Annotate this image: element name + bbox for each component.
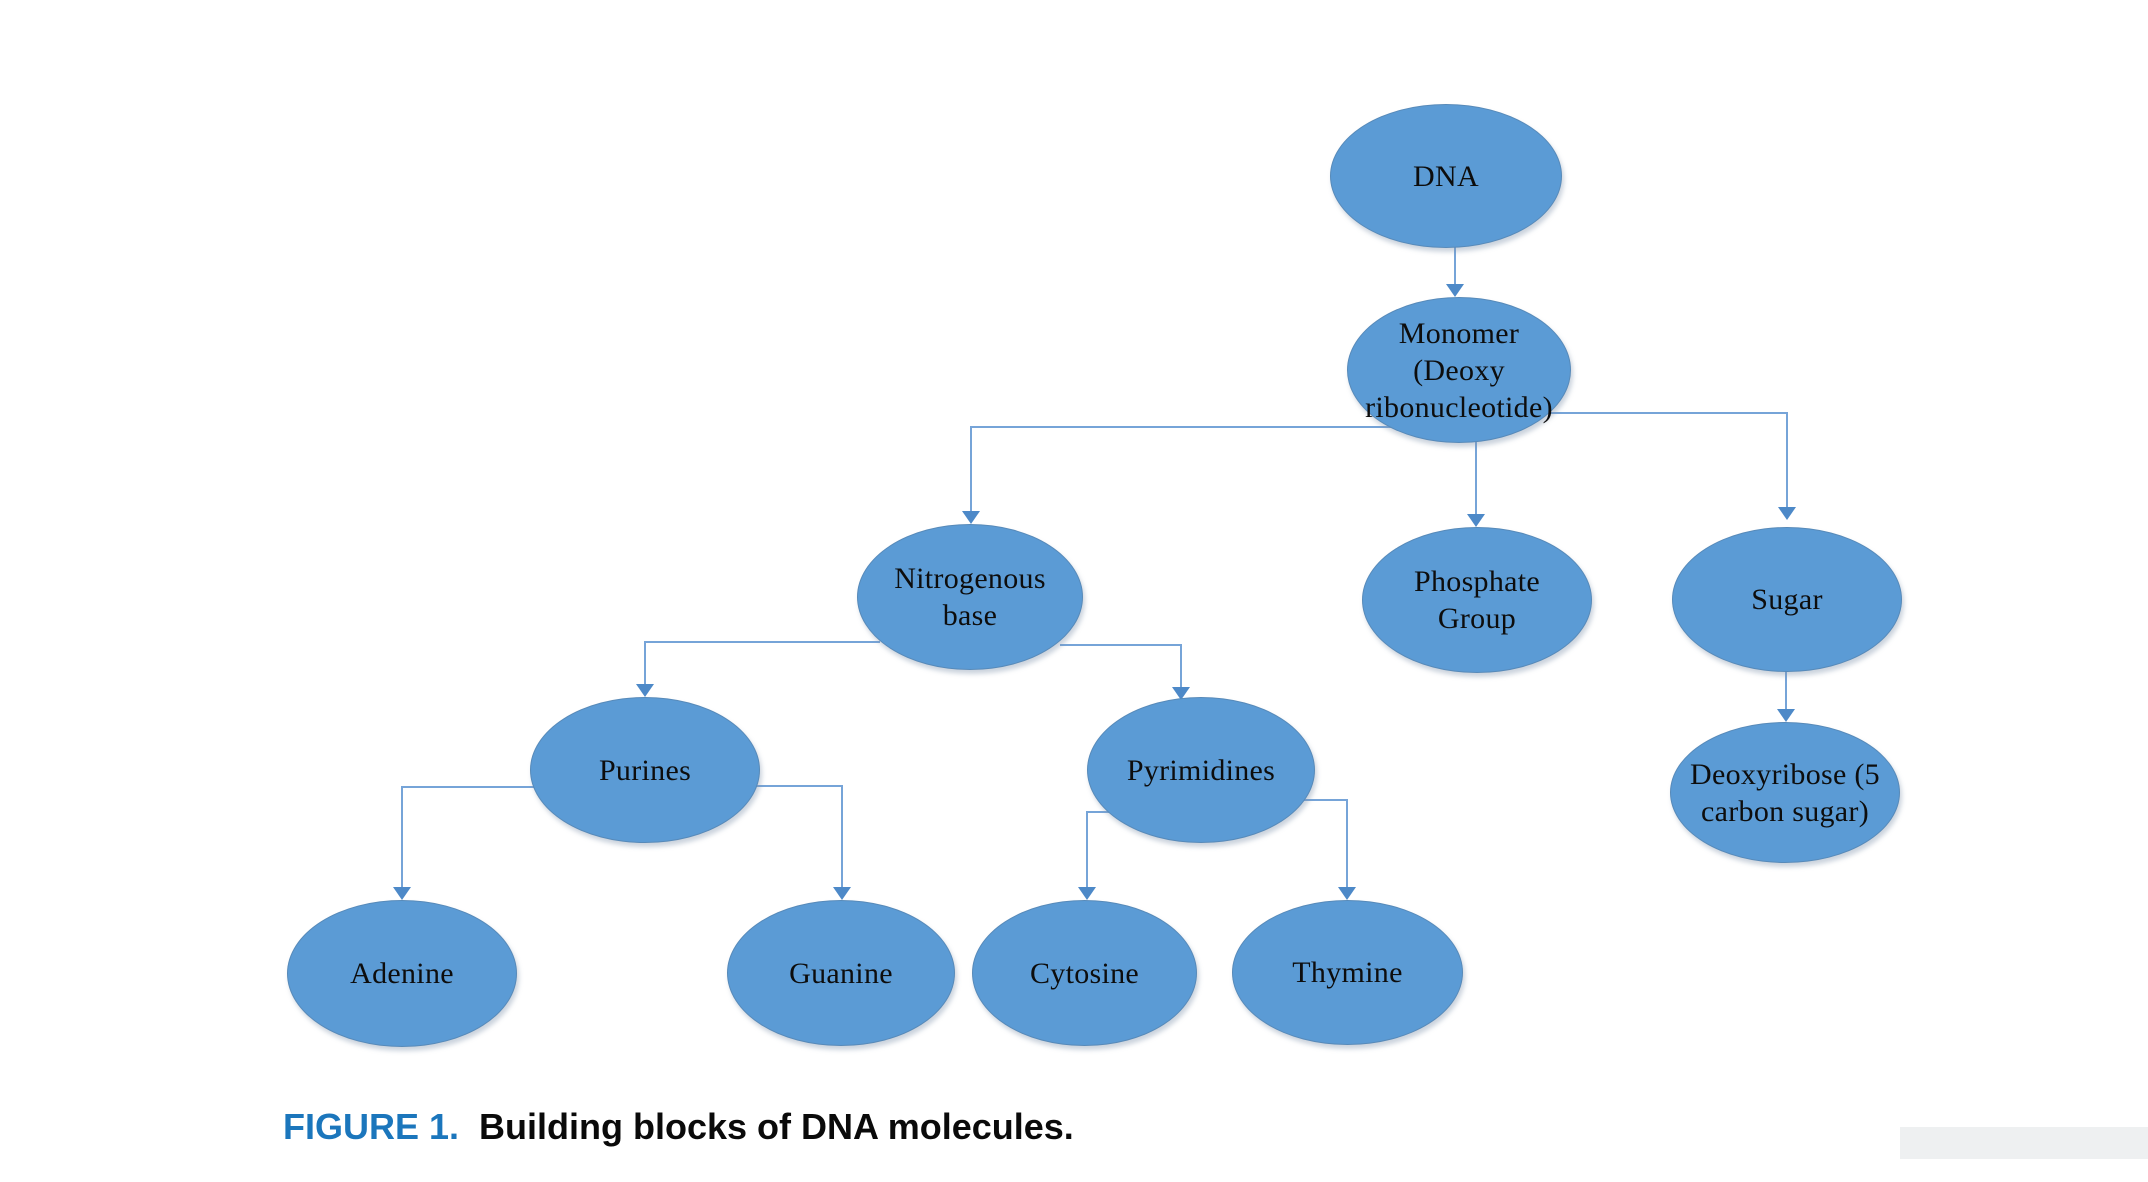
- node-monomer-label: Monomer (Deoxy ribonucleotide): [1365, 316, 1553, 424]
- edge-nitrogenous-pyrimidines-h: [1060, 644, 1182, 646]
- edge-purines-guanine-v: [841, 785, 843, 888]
- node-sugar-label: Sugar: [1751, 583, 1823, 616]
- node-deoxyribose: Deoxyribose (5 carbon sugar): [1670, 722, 1900, 863]
- page-edge-artifact: [1900, 1127, 2148, 1159]
- edge-nitrogenous-purines-h: [644, 641, 880, 643]
- node-guanine: Guanine: [727, 900, 955, 1046]
- node-pyrimidines: Pyrimidines: [1087, 697, 1315, 843]
- figure-caption: FIGURE 1. Building blocks of DNA molecule…: [283, 1106, 1074, 1148]
- edge-dna-monomer: [1454, 246, 1456, 288]
- node-deoxyribose-label: Deoxyribose (5 carbon sugar): [1690, 757, 1880, 828]
- node-dna-label: DNA: [1413, 159, 1479, 193]
- edge-pyrimidines-thymine-h: [1290, 799, 1348, 801]
- edge-purines-adenine-h: [401, 786, 561, 788]
- edge-monomer-nitrogenous-h: [970, 426, 1400, 428]
- node-cytosine-label: Cytosine: [1029, 956, 1140, 990]
- node-pyrimidines-label: Pyrimidines: [1126, 753, 1276, 787]
- arrowhead-nitrogenous-base: [962, 511, 980, 524]
- node-phosphate-group-label: Phosphate Group: [1413, 565, 1541, 635]
- node-sugar: Sugar: [1672, 527, 1902, 672]
- node-adenine-label: Adenine: [350, 957, 454, 990]
- node-phosphate-group: Phosphate Group: [1362, 527, 1592, 673]
- node-adenine: Adenine: [287, 900, 517, 1047]
- arrowhead-purines: [636, 684, 654, 697]
- arrowhead-deoxyribose: [1777, 709, 1795, 722]
- arrowhead-phosphate-group: [1467, 514, 1485, 527]
- figure-caption-text: Building blocks of DNA molecules.: [479, 1106, 1074, 1147]
- node-thymine: Thymine: [1232, 900, 1463, 1045]
- edge-pyrimidines-cytosine-h: [1086, 811, 1118, 813]
- node-monomer: Monomer (Deoxy ribonucleotide): [1347, 297, 1571, 443]
- edge-nitrogenous-purines-v: [644, 641, 646, 687]
- arrowhead-cytosine: [1078, 887, 1096, 900]
- arrowhead-monomer: [1446, 284, 1464, 297]
- edge-monomer-phosphate: [1475, 440, 1477, 517]
- arrowhead-pyrimidines: [1172, 687, 1190, 700]
- edge-monomer-nitrogenous-v: [970, 426, 972, 514]
- edge-pyrimidines-thymine-v: [1346, 799, 1348, 888]
- edge-monomer-sugar-h: [1540, 412, 1788, 414]
- arrowhead-thymine: [1338, 887, 1356, 900]
- edge-pyrimidines-cytosine-v: [1086, 811, 1088, 888]
- node-nitrogenous-base: Nitrogenous base: [857, 524, 1083, 670]
- arrowhead-sugar: [1778, 507, 1796, 520]
- node-guanine-label: Guanine: [789, 956, 893, 990]
- edge-sugar-deoxyribose: [1785, 670, 1787, 712]
- edge-monomer-sugar-v: [1786, 412, 1788, 510]
- node-cytosine: Cytosine: [972, 900, 1197, 1046]
- arrowhead-guanine: [833, 887, 851, 900]
- node-purines: Purines: [530, 697, 760, 843]
- node-purines-label: Purines: [598, 753, 692, 787]
- arrowhead-adenine: [393, 887, 411, 900]
- node-thymine-label: Thymine: [1292, 956, 1403, 989]
- edge-purines-adenine-v: [401, 786, 403, 888]
- node-nitrogenous-base-label: Nitrogenous base: [894, 562, 1046, 632]
- edge-purines-guanine-h: [732, 785, 843, 787]
- figure-caption-label: FIGURE 1.: [283, 1106, 460, 1147]
- edge-nitrogenous-pyrimidines-v: [1180, 644, 1182, 690]
- node-dna: DNA: [1330, 104, 1562, 248]
